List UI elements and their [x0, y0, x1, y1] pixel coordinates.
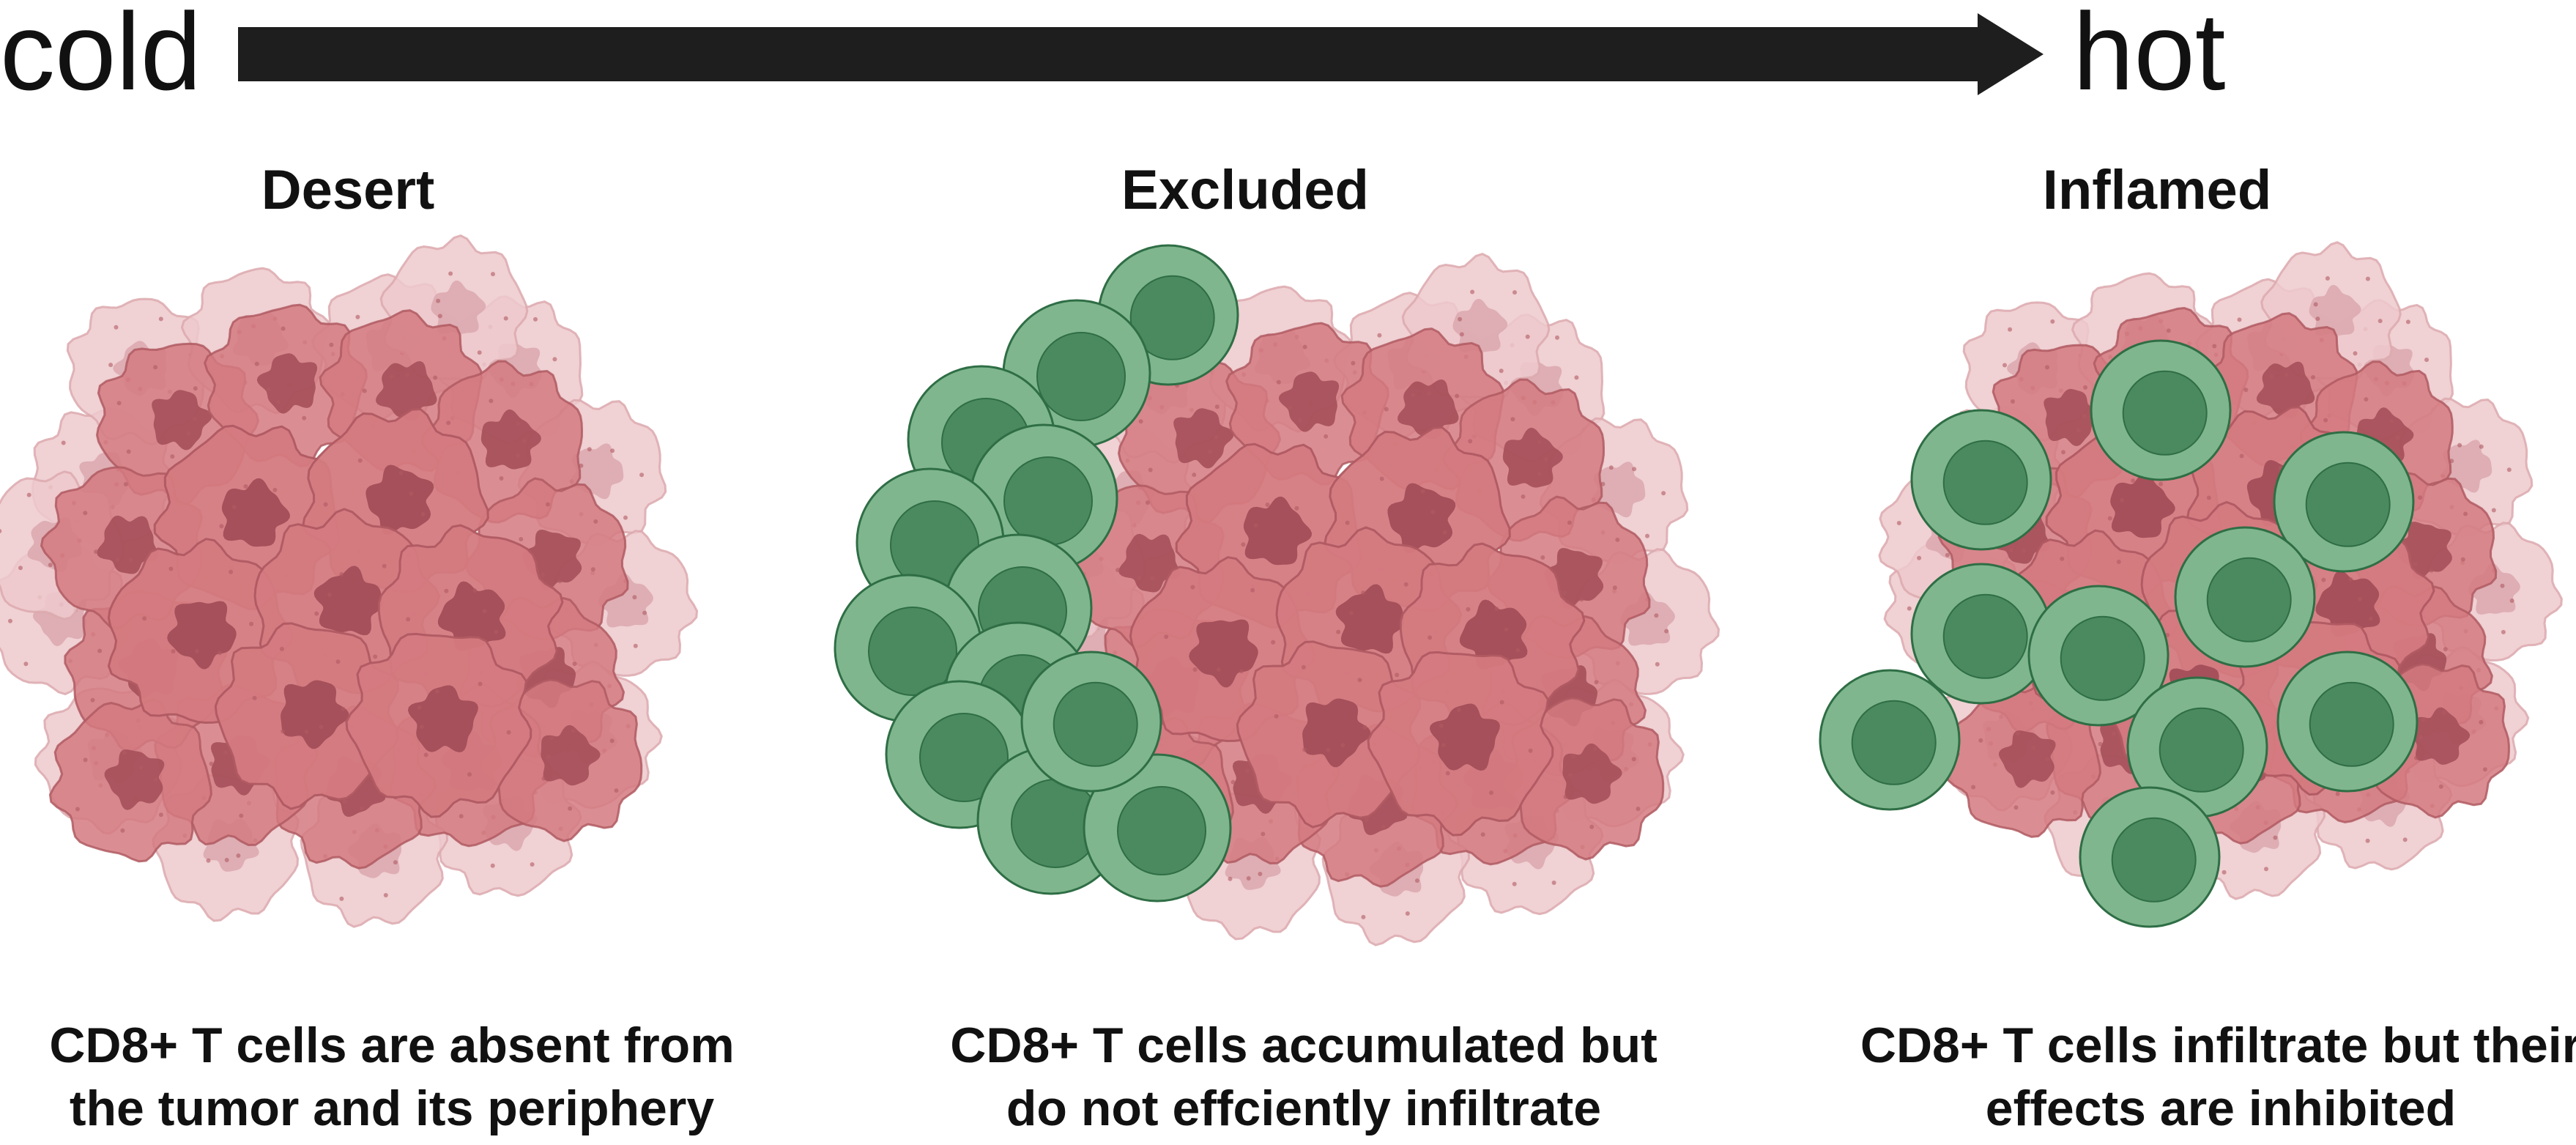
tumor-cell: [1236, 640, 1422, 829]
caption-desert-line-2: the tumor and its periphery: [70, 1081, 715, 1136]
t-cell: [1819, 669, 1961, 811]
panel-title-desert: Desert: [261, 159, 435, 221]
tumor-cell: [1367, 651, 1554, 837]
spectrum-arrow-shaft: [238, 27, 1989, 81]
t-cell: [2174, 526, 2316, 668]
t-cell: [2090, 339, 2232, 481]
t-cell: [1910, 409, 2052, 551]
cold-hot-spectrum: cold hot: [0, 0, 2226, 113]
t-cell: [1910, 563, 2052, 705]
t-cell: [2126, 676, 2268, 818]
cold-label: cold: [0, 0, 201, 113]
panel-title-inflamed: Inflamed: [2043, 159, 2272, 221]
caption-excluded: CD8+ T cells accumulated but do not effc…: [950, 1018, 1658, 1136]
panel-title-excluded: Excluded: [1121, 159, 1369, 221]
tumor-cell: [345, 632, 532, 818]
caption-desert: CD8+ T cells are absent from the tumor a…: [49, 1018, 734, 1136]
caption-excluded-line-1: CD8+ T cells accumulated but: [950, 1018, 1658, 1073]
inflamed-tumor-illustration: [1819, 241, 2563, 928]
caption-inflamed-line-1: CD8+ T cells infiltrate but their: [1860, 1018, 2576, 1073]
tumor-cell: [214, 622, 400, 810]
desert-tumor-illustration: [0, 234, 699, 928]
caption-desert-line-1: CD8+ T cells are absent from: [49, 1018, 734, 1073]
tumor-cell: [48, 698, 212, 863]
t-cell: [1020, 651, 1162, 793]
tumor-cell: [1225, 322, 1389, 486]
tumor-cell: [1945, 681, 2102, 838]
tumor-cell: [203, 303, 368, 467]
t-cell: [1083, 753, 1232, 903]
hot-label: hot: [2073, 0, 2226, 113]
caption-inflamed: CD8+ T cells infiltrate but their effect…: [1860, 1018, 2576, 1136]
spectrum-arrowhead-icon: [1978, 13, 2044, 95]
caption-inflamed-line-2: effects are inhibited: [1986, 1081, 2456, 1136]
t-cell: [2027, 585, 2169, 727]
caption-excluded-line-2: do not effciently infiltrate: [1006, 1081, 1601, 1136]
t-cell: [2079, 786, 2221, 928]
t-cell: [2276, 651, 2419, 793]
excluded-tumor-illustration: [834, 244, 1721, 946]
t-cell: [2273, 431, 2415, 573]
